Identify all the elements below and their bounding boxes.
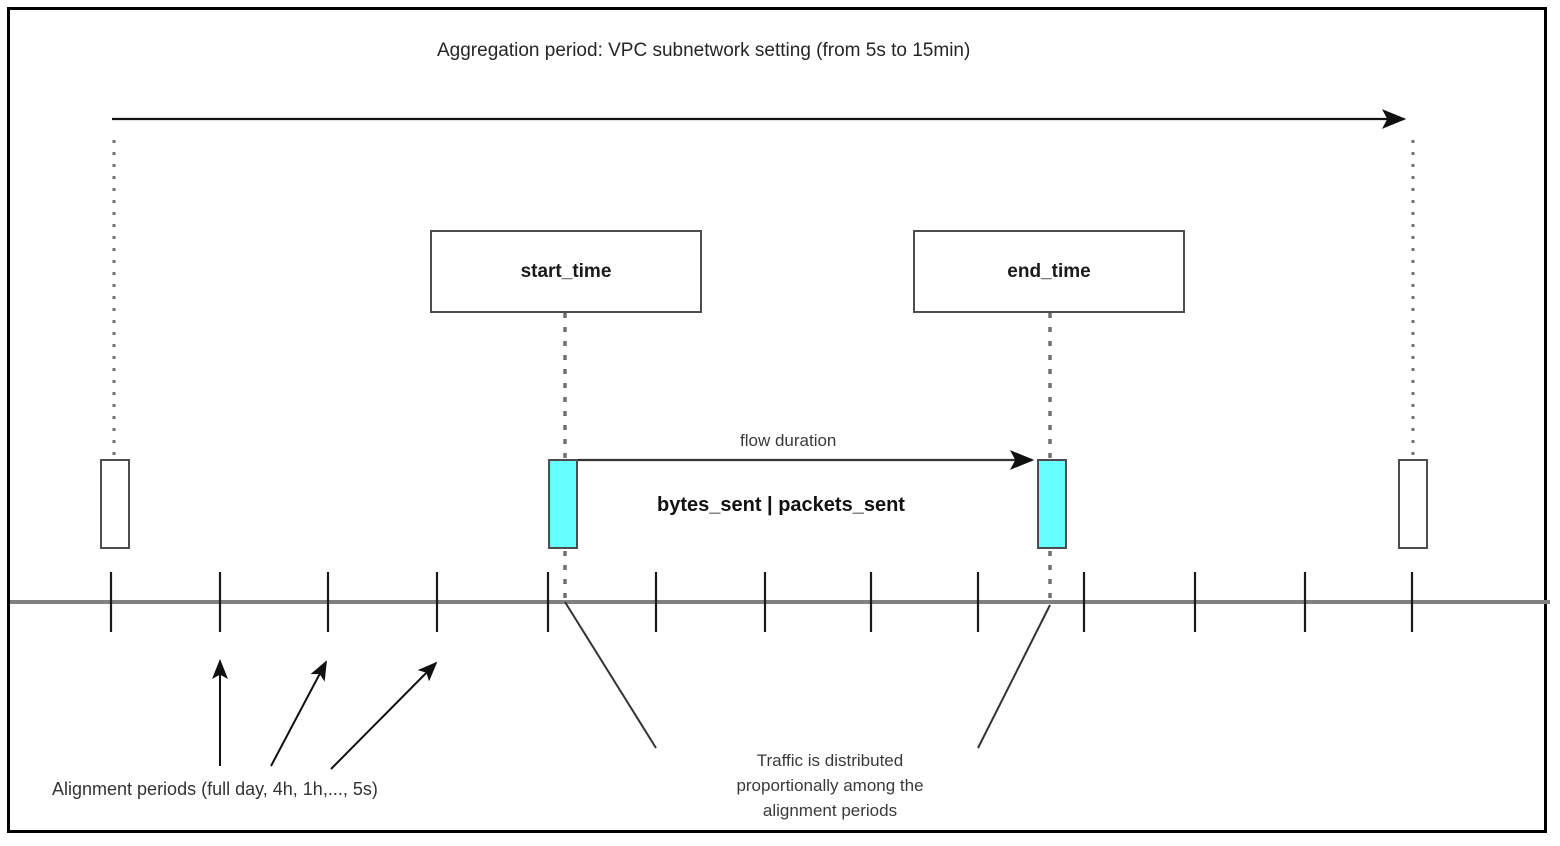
alignment-periods-label: Alignment periods (full day, 4h, 1h,...,… bbox=[52, 779, 378, 799]
start-time-box[interactable]: start_time bbox=[430, 230, 702, 313]
metrics-label: bytes_sent | packets_sent bbox=[657, 494, 905, 516]
end-time-label: end_time bbox=[1007, 260, 1091, 282]
start-time-label: start_time bbox=[520, 260, 612, 282]
traffic-note-line-1: Traffic is distributed bbox=[756, 751, 904, 770]
traffic-distribution-note: Traffic is distributed proportionally am… bbox=[700, 748, 960, 823]
aggregation-end-marker bbox=[1398, 459, 1428, 549]
aggregation-period-title: Aggregation period: VPC subnetwork setti… bbox=[437, 40, 971, 61]
aggregation-start-marker bbox=[100, 459, 130, 549]
end-time-box[interactable]: end_time bbox=[913, 230, 1185, 313]
flow-end-marker bbox=[1037, 459, 1067, 549]
traffic-note-line-2: proportionally among the bbox=[736, 776, 924, 795]
traffic-note-line-3: alignment periods bbox=[762, 801, 898, 820]
flow-start-marker bbox=[548, 459, 578, 549]
flow-duration-label: flow duration bbox=[740, 431, 837, 450]
diagram-frame bbox=[7, 7, 1547, 833]
